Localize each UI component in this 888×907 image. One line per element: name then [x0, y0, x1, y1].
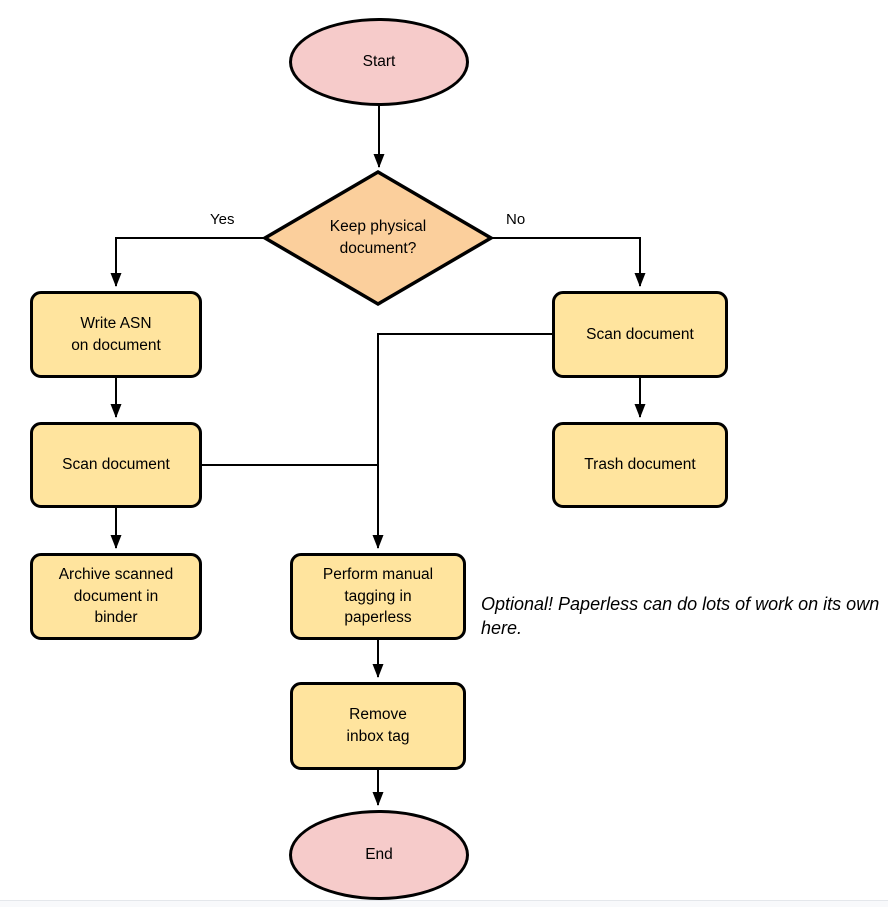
edge-decision-no-to-scan-right — [491, 237, 646, 287]
annotation-note: Optional! Paperless can do lots of work … — [481, 594, 880, 638]
node-scan-document-right-label: Scan document — [586, 325, 694, 343]
decision-diamond — [261, 169, 495, 307]
node-write-asn-label: Write ASN on document — [71, 314, 161, 354]
node-start-label: Start — [362, 53, 396, 71]
node-remove-inbox-tag-label: Remove inbox tag — [346, 706, 410, 745]
node-remove-inbox-tag: Remove inbox tag — [290, 682, 466, 770]
node-archive-document: Archive scanned document in binder — [30, 553, 202, 640]
node-decision-label: Keep physical document? — [329, 218, 427, 257]
edge-label-no: No — [506, 211, 526, 228]
node-trash-document-label: Trash document — [584, 456, 696, 474]
node-end: End — [289, 810, 469, 900]
page-bottom-edge — [0, 900, 888, 907]
node-scan-document-left-label: Scan document — [62, 456, 170, 474]
node-manual-tagging: Perform manual tagging in paperless — [290, 553, 466, 640]
node-trash-document: Trash document — [552, 422, 728, 508]
node-manual-tagging-label: Perform manual tagging in paperless — [322, 565, 434, 627]
edge-label-yes: Yes — [210, 211, 235, 228]
node-scan-document-left: Scan document — [30, 422, 202, 508]
node-end-label: End — [365, 846, 393, 864]
edge-decision-yes-to-write-asn — [110, 237, 265, 287]
edge-scan-right-to-tagging — [372, 333, 552, 549]
node-archive-document-label: Archive scanned document in binder — [58, 565, 174, 627]
node-write-asn: Write ASN on document — [30, 291, 202, 378]
node-start: Start — [289, 18, 469, 106]
node-scan-document-right: Scan document — [552, 291, 728, 378]
